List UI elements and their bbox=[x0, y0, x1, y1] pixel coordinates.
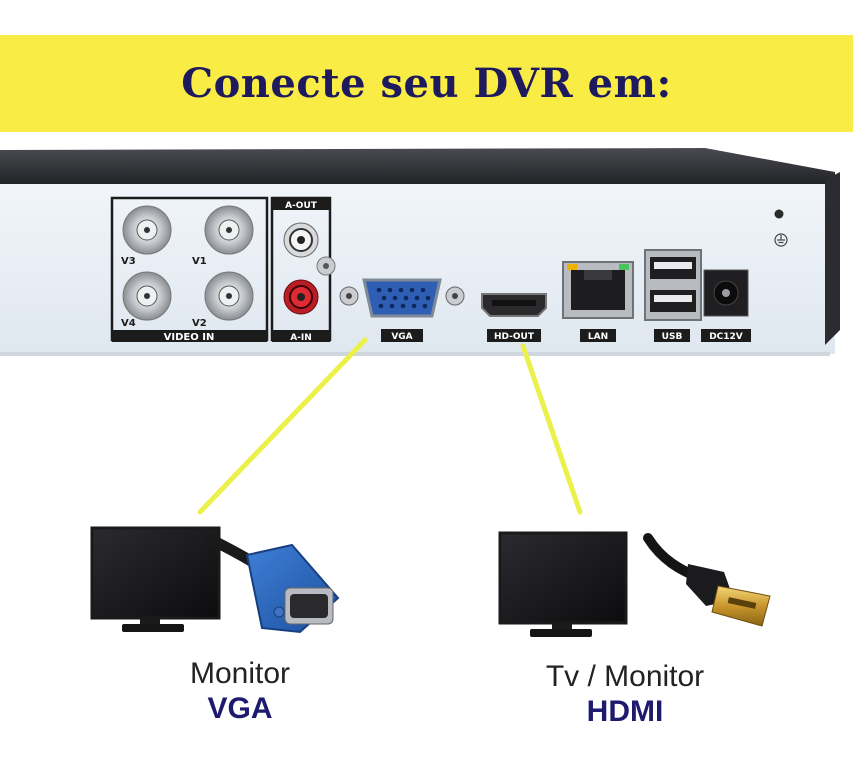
hdmi-caption-line2: HDMI bbox=[586, 695, 664, 728]
usb-ports bbox=[644, 249, 702, 321]
dvr-device: V3 V1 V4 V2 VIDEO IN A-OUT A-IN VGA bbox=[0, 148, 840, 356]
lan-port bbox=[562, 261, 634, 319]
vga-caption-line2: VGA bbox=[207, 692, 273, 725]
usb-port-label: USB bbox=[662, 332, 683, 342]
power-jack bbox=[703, 269, 749, 317]
dvr-side-edge bbox=[825, 172, 840, 345]
vga-cable-icon bbox=[206, 534, 340, 634]
banner-title: Conecte seu DVR em: bbox=[181, 60, 672, 107]
hdmi-connection-line bbox=[520, 343, 583, 515]
channel-label-v4: V4 bbox=[121, 318, 136, 329]
hdmi-cable-icon bbox=[643, 533, 771, 627]
bnc-connector-v3 bbox=[122, 205, 172, 255]
audio-in-label: A-IN bbox=[290, 333, 312, 343]
vga-port bbox=[339, 278, 465, 318]
vga-connection-line bbox=[197, 337, 368, 515]
vga-port-label: VGA bbox=[391, 332, 412, 342]
hdmi-port bbox=[481, 293, 547, 317]
hdmi-caption: Tv / Monitor HDMI bbox=[510, 660, 740, 730]
dvr-top-cover bbox=[0, 148, 835, 186]
vga-monitor bbox=[90, 526, 221, 632]
hdmi-caption-line1: Tv / Monitor bbox=[545, 660, 705, 693]
status-led bbox=[774, 209, 784, 219]
bnc-connector-v4 bbox=[122, 271, 172, 321]
vga-caption: Monitor VGA bbox=[150, 657, 330, 727]
video-in-label: VIDEO IN bbox=[164, 332, 215, 343]
title-banner: Conecte seu DVR em: bbox=[0, 35, 853, 132]
channel-label-v1: V1 bbox=[192, 256, 207, 267]
rca-audio-in bbox=[283, 279, 319, 315]
lan-port-label: LAN bbox=[588, 332, 608, 342]
bnc-connector-v1 bbox=[204, 205, 254, 255]
hdmi-monitor bbox=[498, 531, 628, 637]
hdmi-port-label: HD-OUT bbox=[494, 332, 535, 342]
channel-label-v3: V3 bbox=[121, 256, 136, 267]
bnc-connector-v2 bbox=[204, 271, 254, 321]
channel-label-v2: V2 bbox=[192, 318, 207, 329]
rca-audio-out bbox=[283, 222, 319, 258]
power-port-label: DC12V bbox=[709, 332, 743, 342]
audio-out-label: A-OUT bbox=[285, 201, 318, 211]
ground-symbol-icon bbox=[774, 233, 788, 247]
vga-caption-line1: Monitor bbox=[189, 657, 291, 690]
ground-screw bbox=[316, 256, 336, 276]
